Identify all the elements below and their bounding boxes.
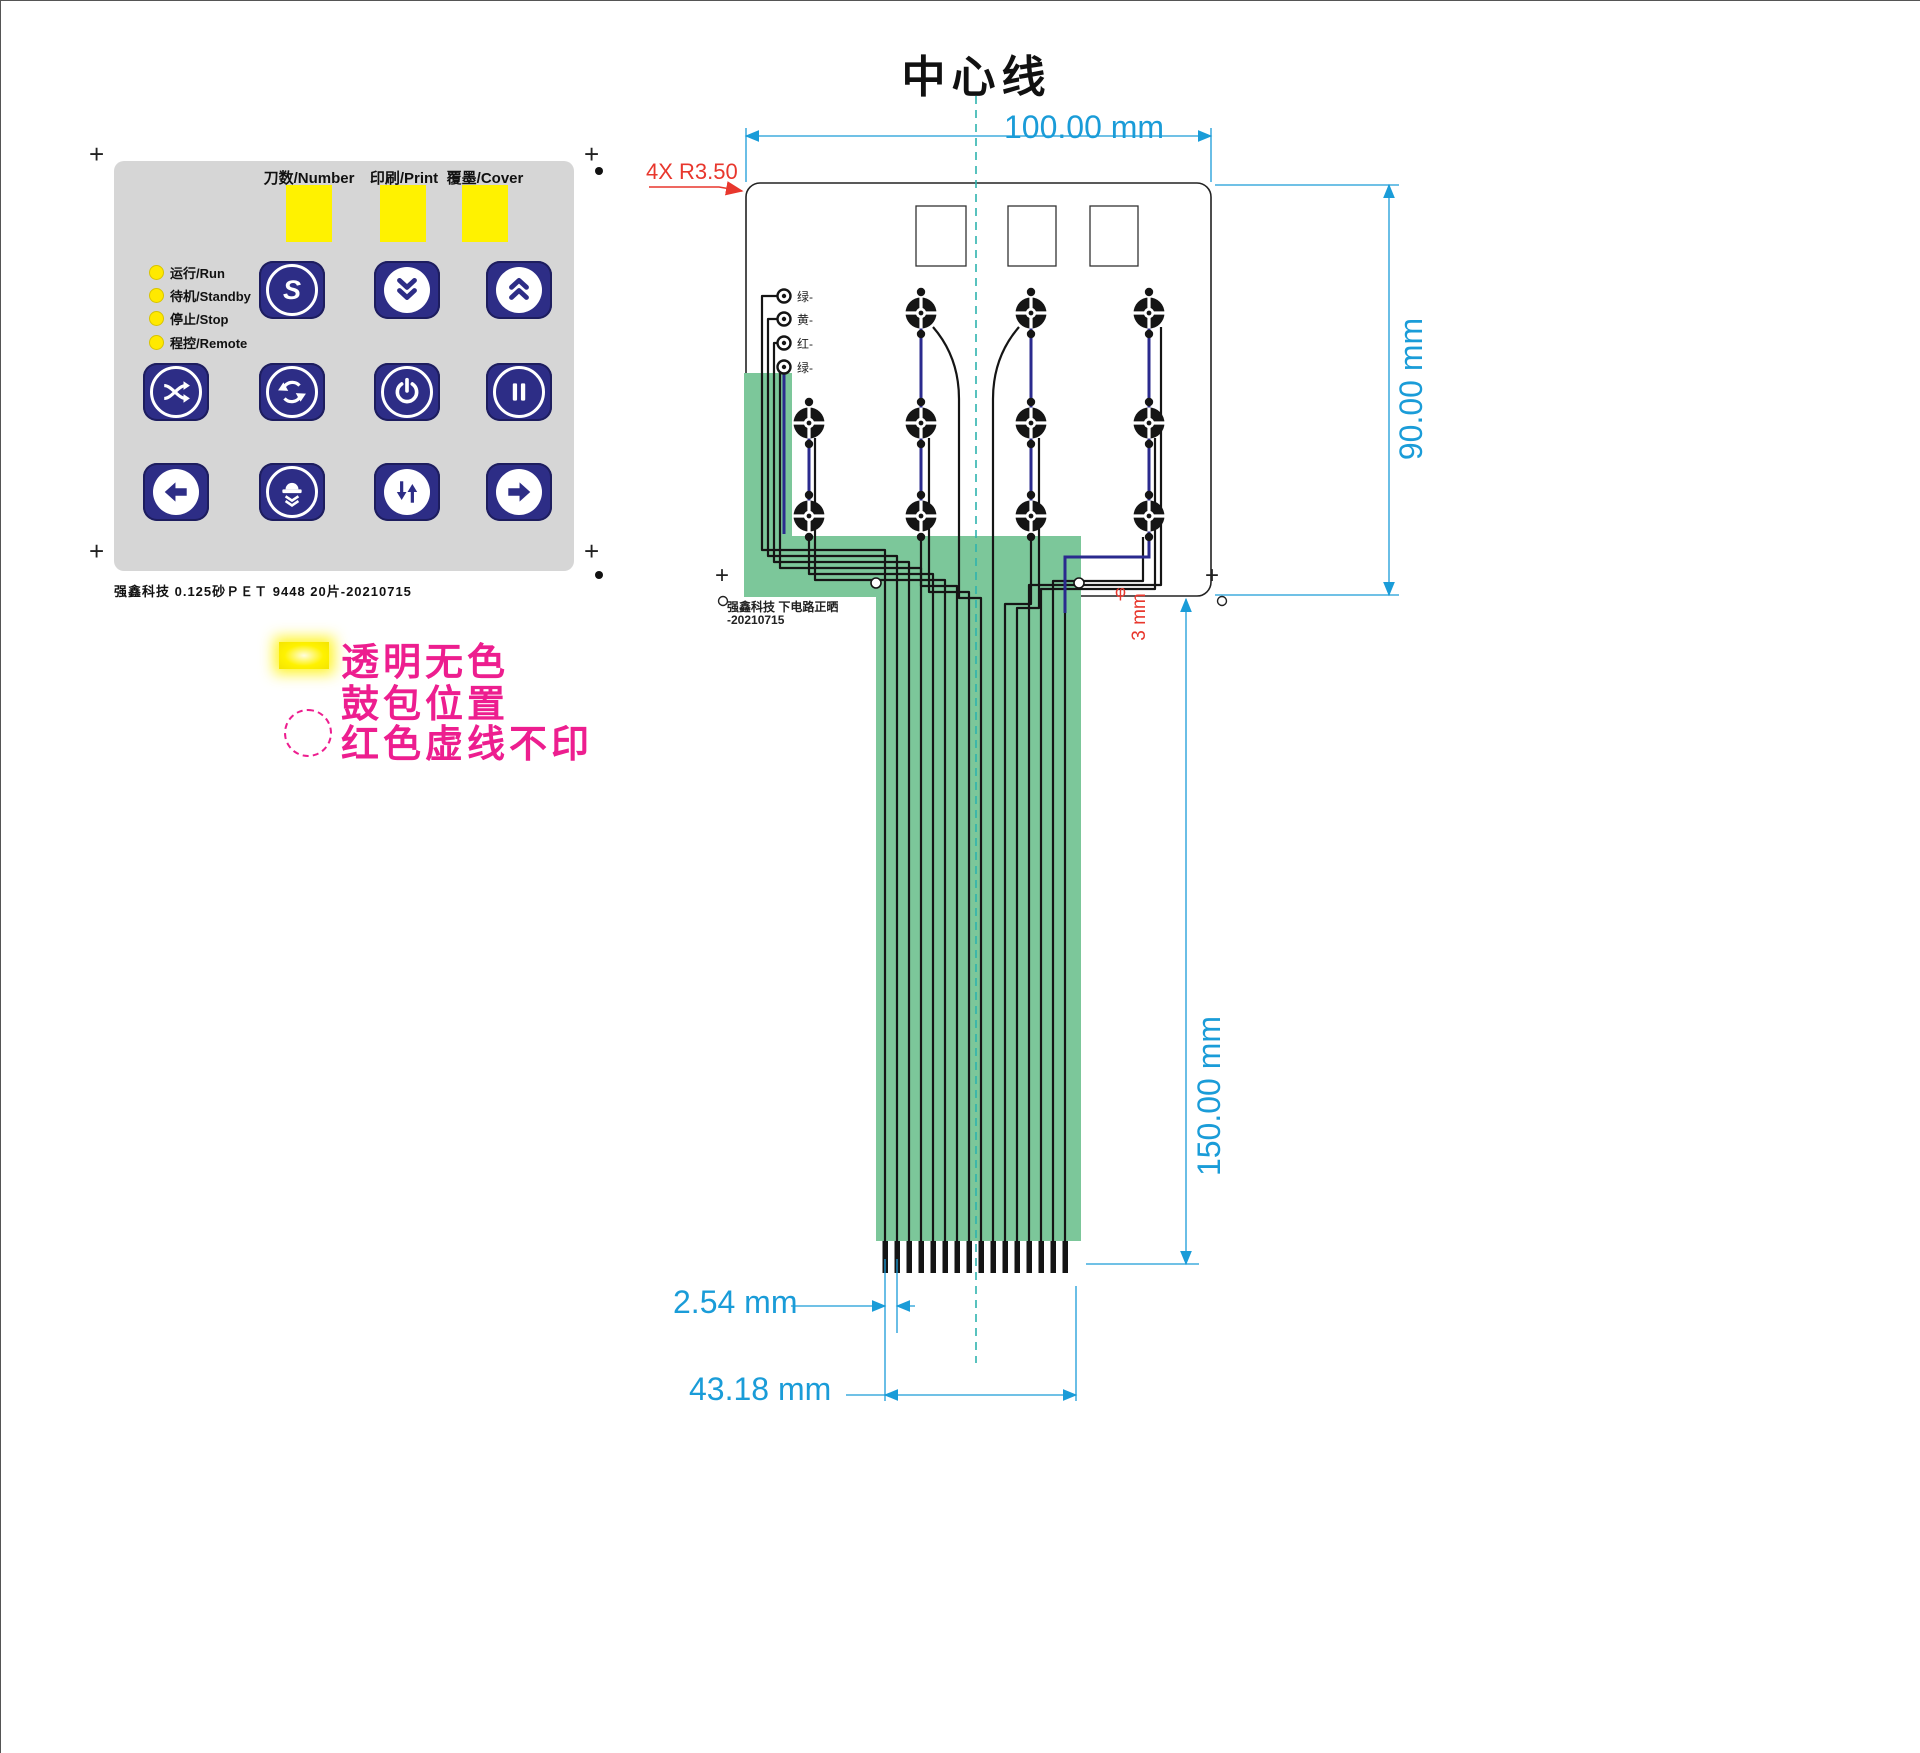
connector-fingers <box>882 1241 1068 1273</box>
chevron-double-down-icon <box>384 267 430 313</box>
registration-cross: + <box>89 536 105 566</box>
key-cycle[interactable] <box>259 363 325 421</box>
key-arrow-left[interactable] <box>143 463 209 521</box>
led-stop <box>149 311 164 326</box>
panel-footer-note: 强鑫科技 0.125砂ＰＥＴ 9448 20片-20210715 <box>114 584 412 599</box>
centerline-title: 中心线 <box>901 53 1052 102</box>
window-label-cover: 覆墨/Cover <box>446 170 524 187</box>
key-double-down[interactable] <box>374 261 440 319</box>
pause-icon <box>493 366 545 418</box>
wire-label-yellow: 黄- <box>797 313 813 327</box>
window-label-number: 刀数/Number <box>263 170 355 187</box>
coating-stamp-icon <box>266 466 318 518</box>
board-note-1: 强鑫科技 下电路正晒 <box>727 599 838 614</box>
diameter-symbol: φ <box>1115 582 1126 601</box>
chevron-double-up-icon <box>496 267 542 313</box>
hole-right <box>1073 577 1085 589</box>
key-pause[interactable] <box>486 363 552 421</box>
window-label-print: 印刷/Print <box>369 170 439 187</box>
key-coating[interactable] <box>259 463 325 521</box>
svg-text:+: + <box>715 562 729 589</box>
hole-left <box>870 577 882 589</box>
arrow-left-icon <box>153 469 199 515</box>
svg-text:+: + <box>1205 562 1219 589</box>
key-up-down[interactable] <box>374 463 440 521</box>
arrow-up-down-icon <box>384 469 430 515</box>
led-remote <box>149 335 164 350</box>
arrow-right-icon <box>496 469 542 515</box>
board-registration: + + 强鑫科技 下电路正晒 -20210715 <box>715 562 1228 627</box>
display-window-print <box>380 185 426 242</box>
legend-line-1: 透明无色 <box>341 642 510 684</box>
circuit-drawing: 绿- 黄- 红- 绿- φ <box>649 96 1399 1401</box>
registration-cross: + <box>89 139 105 169</box>
legend-dashed-circle <box>284 709 332 757</box>
key-shuffle[interactable] <box>143 363 209 421</box>
dim-width: 100.00 mm <box>1004 109 1165 145</box>
dim-height: 90.00 mm <box>1393 317 1429 461</box>
key-arrow-right[interactable] <box>486 463 552 521</box>
corner-radius-note: 4X R3.50 <box>646 159 738 184</box>
wire-label-red: 红- <box>797 336 813 351</box>
keypad-panel: 刀数/Number 印刷/Print 覆墨/Cover 运行/Run 待机/St… <box>114 161 574 571</box>
dim-pitch: 2.54 mm <box>673 1284 798 1320</box>
legend-line-2: 鼓包位置 <box>341 684 510 726</box>
legend-yellow-swatch <box>279 642 329 669</box>
registration-dot <box>595 167 603 175</box>
led-label-remote: 程控/Remote <box>170 336 248 351</box>
dim-connector: 43.18 mm <box>689 1371 832 1407</box>
led-label-standby: 待机/Standby <box>170 289 251 304</box>
dim-tail: 150.00 mm <box>1191 1015 1227 1177</box>
display-window-cover <box>462 185 508 242</box>
power-icon <box>381 366 433 418</box>
led-label-stop: 停止/Stop <box>170 312 229 327</box>
led-run <box>149 265 164 280</box>
key-power[interactable] <box>374 363 440 421</box>
dim-hole: 3 mm <box>1129 593 1150 641</box>
registration-dot <box>595 571 603 579</box>
rotate-icon <box>266 366 318 418</box>
corner-radius-leader <box>649 181 744 196</box>
led-standby <box>149 288 164 303</box>
wire-pads: 绿- 黄- 红- 绿- <box>776 288 813 375</box>
board-windows <box>915 205 1139 267</box>
led-label-run: 运行/Run <box>170 266 225 281</box>
display-window-number <box>286 185 332 242</box>
legend-line-3: 红色虚线不印 <box>341 724 594 766</box>
wire-label-green1: 绿- <box>797 289 813 304</box>
flex-tail <box>744 373 1081 1241</box>
dimension-lines <box>744 128 1399 1401</box>
s-icon-glyph: S <box>282 274 301 305</box>
wire-label-green2: 绿- <box>797 360 813 375</box>
registration-cross: + <box>584 536 600 566</box>
key-s[interactable]: S <box>259 261 325 319</box>
key-double-up[interactable] <box>486 261 552 319</box>
registration-cross: + <box>584 139 600 169</box>
board-note-2: -20210715 <box>727 613 785 627</box>
shuffle-icon <box>150 366 202 418</box>
s-icon: S <box>266 264 318 316</box>
